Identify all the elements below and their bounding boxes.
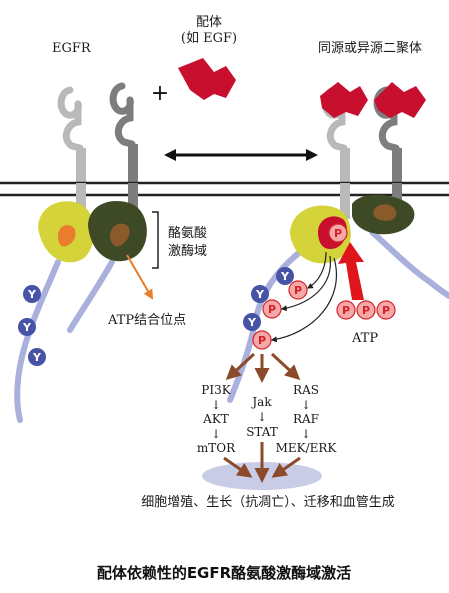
atp-binding-arrow — [338, 242, 364, 300]
pathway-akt-arrow: ↓ — [211, 427, 221, 441]
tyrosine-1-label: Y — [27, 288, 37, 301]
phosphate-active-site — [328, 223, 348, 243]
pathway-jak: Jak — [250, 395, 272, 409]
converge-arrow-right — [271, 456, 301, 478]
signal-arrow-right — [270, 352, 301, 381]
egfr-label: EGFR — [52, 41, 92, 56]
ligand-label: 配体 — [196, 15, 222, 30]
dimer-tyrosine-3-label: Y — [247, 316, 257, 329]
svg-text:P: P — [382, 304, 390, 317]
atp-site-label: ATP结合位点 — [107, 313, 186, 328]
transfer-arrow-1 — [306, 251, 327, 289]
pathway-mtor: mTOR — [197, 441, 236, 455]
kinase-label-1: 酪氨酸 — [168, 225, 207, 241]
phosphate-active-site-label: P — [334, 227, 342, 240]
monomer-tail-1 — [14, 259, 61, 423]
atp-site-arrow — [126, 254, 154, 300]
dimer-tail-dark — [369, 229, 449, 299]
svg-text:P: P — [362, 304, 370, 317]
dimer-tyrosine-2-label: Y — [255, 288, 265, 301]
dimer-tyrosine-1 — [276, 267, 294, 285]
tyrosine-3-label: Y — [32, 351, 42, 364]
signal-arrow-left — [225, 352, 256, 381]
tyrosine-3 — [28, 348, 46, 366]
pathway-stat: STAT — [246, 425, 278, 439]
pathway-akt: AKT — [202, 412, 229, 426]
pathway-raf-arrow: ↓ — [301, 427, 311, 441]
atp-site-light — [58, 225, 76, 247]
figure-caption: 配体依赖性的EGFR酪氨酸激酶域激活 — [97, 564, 351, 582]
dimer-tyrosine-3 — [243, 313, 261, 331]
bound-ligand-2 — [374, 82, 426, 118]
dimer-tyrosine-1-label: Y — [280, 270, 290, 283]
pathway-jak-arrow: ↓ — [257, 410, 267, 424]
egfr-monomer-2 — [109, 82, 138, 214]
atp-site-dark — [110, 223, 130, 247]
egfr-monomer-1 — [57, 86, 86, 214]
phosphotyrosine-1-label: P — [294, 284, 302, 297]
converge-arrow-left — [223, 456, 253, 478]
kinase-label-2: 激酶域 — [168, 243, 207, 259]
dimer-atp-site-dark — [373, 204, 397, 221]
dimer-label: 同源或异源二聚体 — [318, 41, 422, 56]
transfer-arrow-3 — [270, 257, 337, 343]
monomer-tail-2 — [67, 259, 115, 333]
outcome-text: 细胞增殖、生长（抗凋亡）、迁移和血管生成 — [141, 494, 395, 510]
pathway-raf: RAF — [293, 412, 319, 426]
bound-ligand-1 — [320, 82, 368, 118]
pathway-mek-erk: MEK/ERK — [276, 441, 338, 455]
atp-label: ATP — [351, 331, 378, 346]
free-ligand-shape — [178, 58, 236, 100]
svg-text:P: P — [342, 304, 350, 317]
tyrosine-1 — [23, 285, 41, 303]
transfer-arrow-2 — [280, 255, 331, 312]
pathway-ras: RAS — [293, 383, 319, 397]
tyrosine-2-label: Y — [22, 321, 32, 334]
phosphotyrosine-1 — [288, 280, 308, 300]
atp-molecule: P P P — [336, 300, 396, 320]
pathway-pi3k-arrow: ↓ — [211, 398, 221, 412]
pathway-pi3k: PI3K — [201, 383, 231, 397]
phosphotyrosine-3-label: P — [258, 334, 266, 347]
phosphotyrosine-2-label: P — [268, 303, 276, 316]
kinase-bracket — [152, 211, 159, 269]
dimer-tyrosine-2 — [251, 285, 269, 303]
ligand-example-label: (如 EGF) — [181, 30, 237, 46]
tyrosine-2 — [18, 318, 36, 336]
pathway-ras-arrow: ↓ — [301, 398, 311, 412]
plus-sign: + — [151, 81, 169, 106]
cell-membrane — [0, 183, 449, 195]
